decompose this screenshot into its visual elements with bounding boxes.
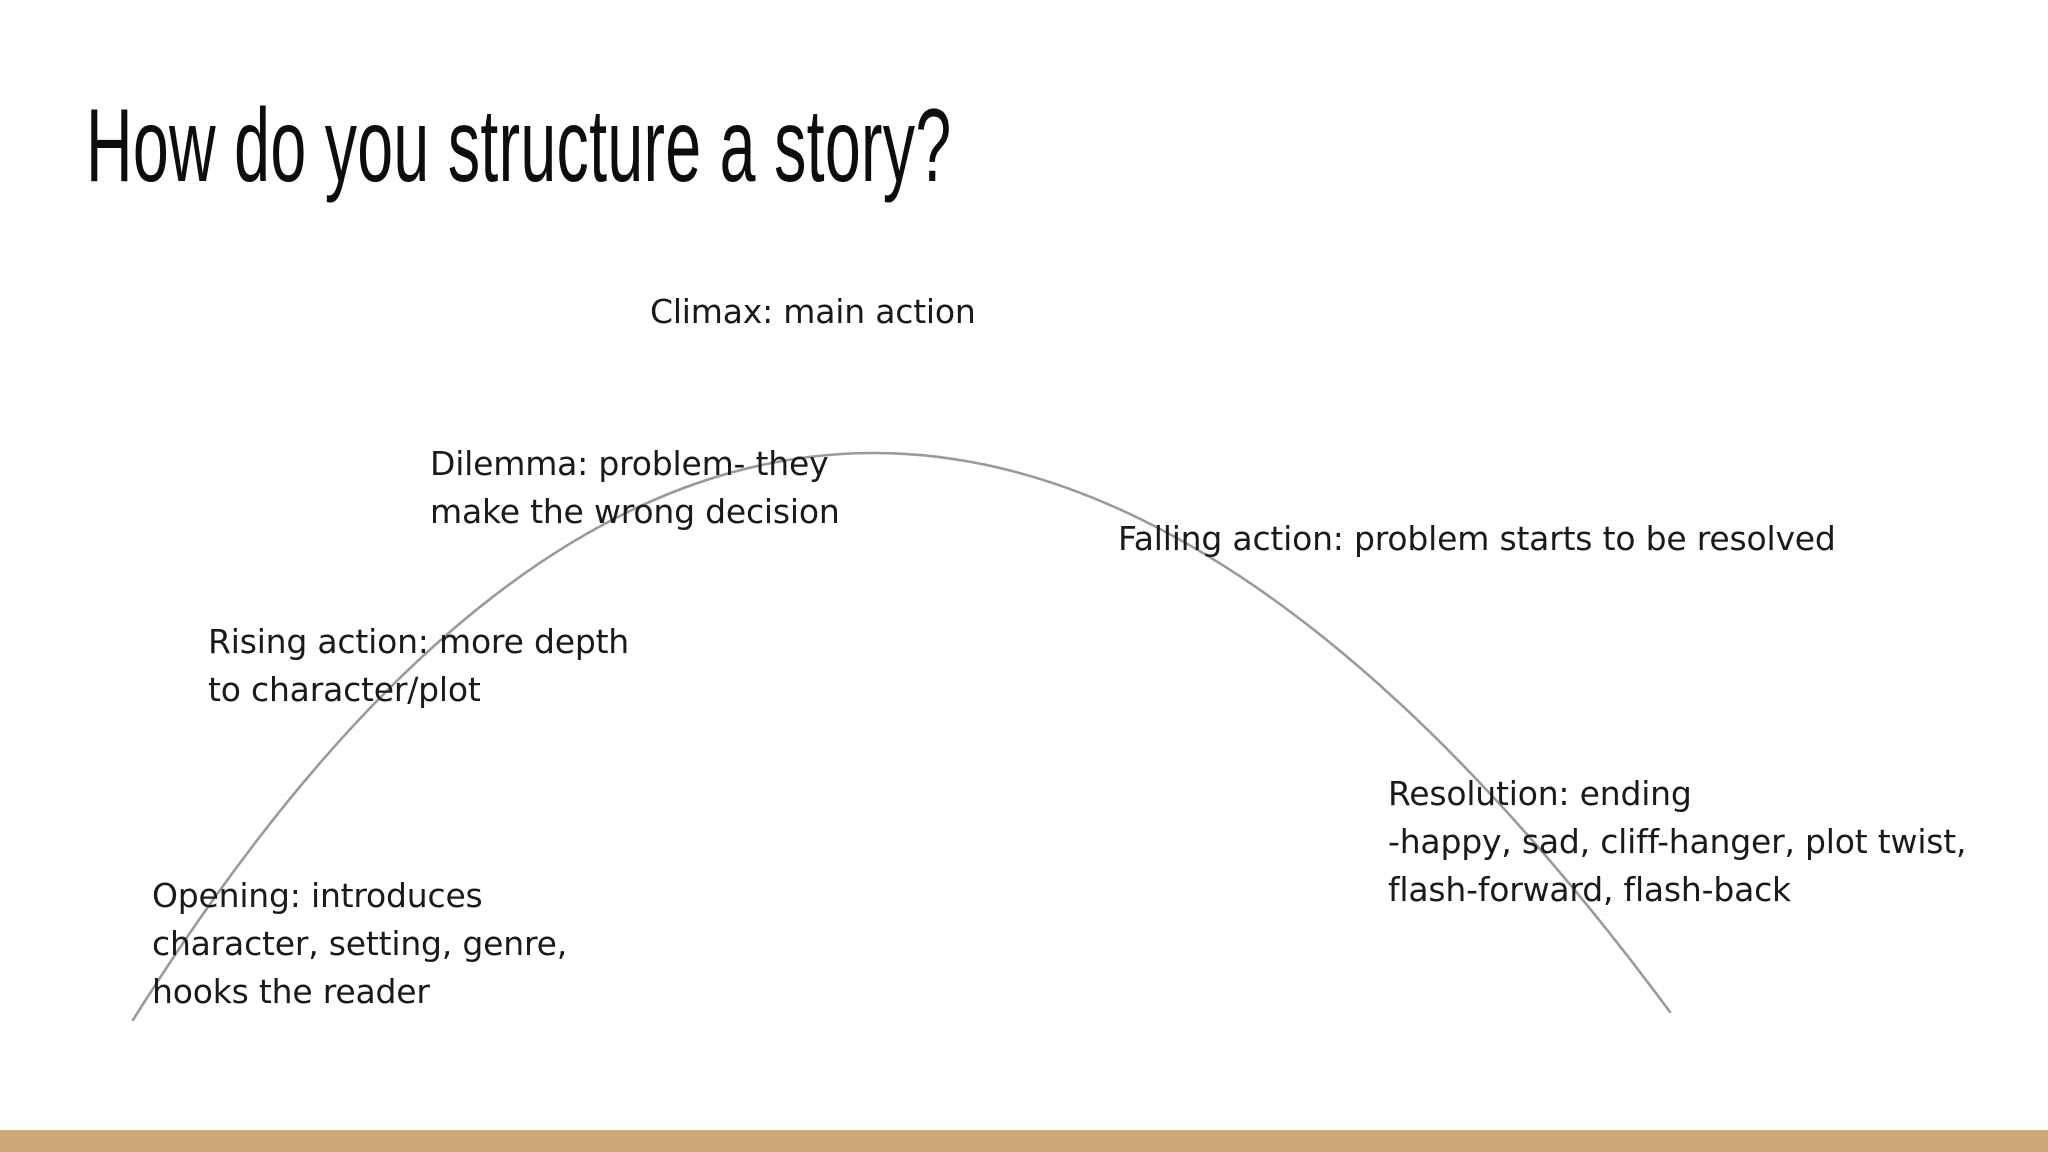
footer-accent-bar [0,1130,2048,1152]
label-rising-action: Rising action: more depth to character/p… [208,622,630,709]
page-title: How do you structure a story? [86,88,952,204]
label-resolution: Resolution: ending -happy, sad, cliff-ha… [1388,774,1967,909]
label-opening: Opening: introduces character, setting, … [152,876,567,1011]
label-dilemma: Dilemma: problem- they make the wrong de… [430,444,840,531]
label-climax: Climax: main action [650,292,976,331]
label-falling-action: Falling action: problem starts to be res… [1118,519,1836,558]
